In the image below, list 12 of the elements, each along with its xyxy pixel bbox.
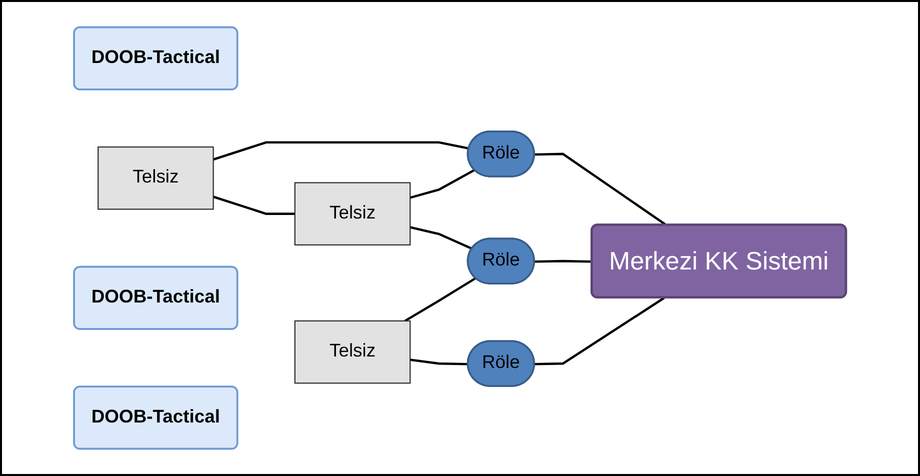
connector xyxy=(534,152,668,226)
connector xyxy=(212,141,470,161)
connector xyxy=(410,358,468,366)
node-box: Telsiz xyxy=(294,182,411,246)
connector xyxy=(534,260,592,263)
node-box: Telsiz xyxy=(98,146,214,210)
connector xyxy=(534,296,665,366)
node-box: Telsiz xyxy=(294,320,411,384)
connector xyxy=(212,196,295,215)
connector xyxy=(410,226,473,250)
connector xyxy=(404,277,476,322)
connector xyxy=(410,169,476,199)
